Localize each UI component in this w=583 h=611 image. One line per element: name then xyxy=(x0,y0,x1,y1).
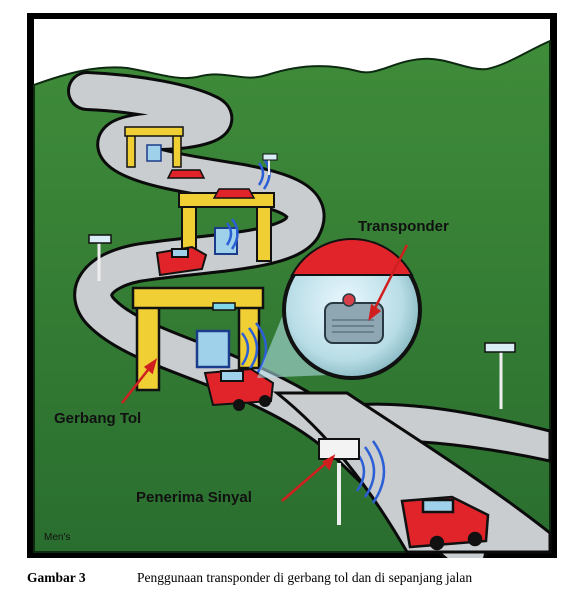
arrow-gerbang xyxy=(121,358,158,404)
car-far xyxy=(166,169,256,199)
toll-gate-near xyxy=(131,286,265,392)
signal-receiver-device xyxy=(318,438,360,525)
caption-text: Penggunaan transponder di gerbang tol da… xyxy=(137,570,473,585)
receiver-post-top xyxy=(262,153,278,175)
receiver-post-left xyxy=(88,234,112,281)
label-transponder: Transponder xyxy=(358,218,449,235)
arrow-transponder xyxy=(368,244,409,321)
arrow-penerima xyxy=(281,454,336,502)
label-toll-gate: Gerbang Tol xyxy=(54,410,142,427)
toll-gate-far xyxy=(124,126,184,168)
signal-waves xyxy=(225,158,386,504)
caption-label: Gambar 3 xyxy=(27,570,86,585)
figure-caption: Gambar 3 Penggunaan transponder di gerban… xyxy=(27,570,567,586)
magnifier-lens xyxy=(282,238,422,380)
illustration-frame: Transponder Gerbang Tol Penerima Sinyal … xyxy=(27,13,557,558)
toll-scene-illustration xyxy=(33,19,552,558)
credit-text: Men's xyxy=(44,532,71,543)
receiver-post-right xyxy=(484,342,516,409)
car-middle xyxy=(155,245,208,277)
car-bottom xyxy=(400,495,490,551)
label-signal-receiver: Penerima Sinyal xyxy=(136,489,252,506)
car-near xyxy=(203,367,275,411)
transponder-device xyxy=(324,293,384,344)
